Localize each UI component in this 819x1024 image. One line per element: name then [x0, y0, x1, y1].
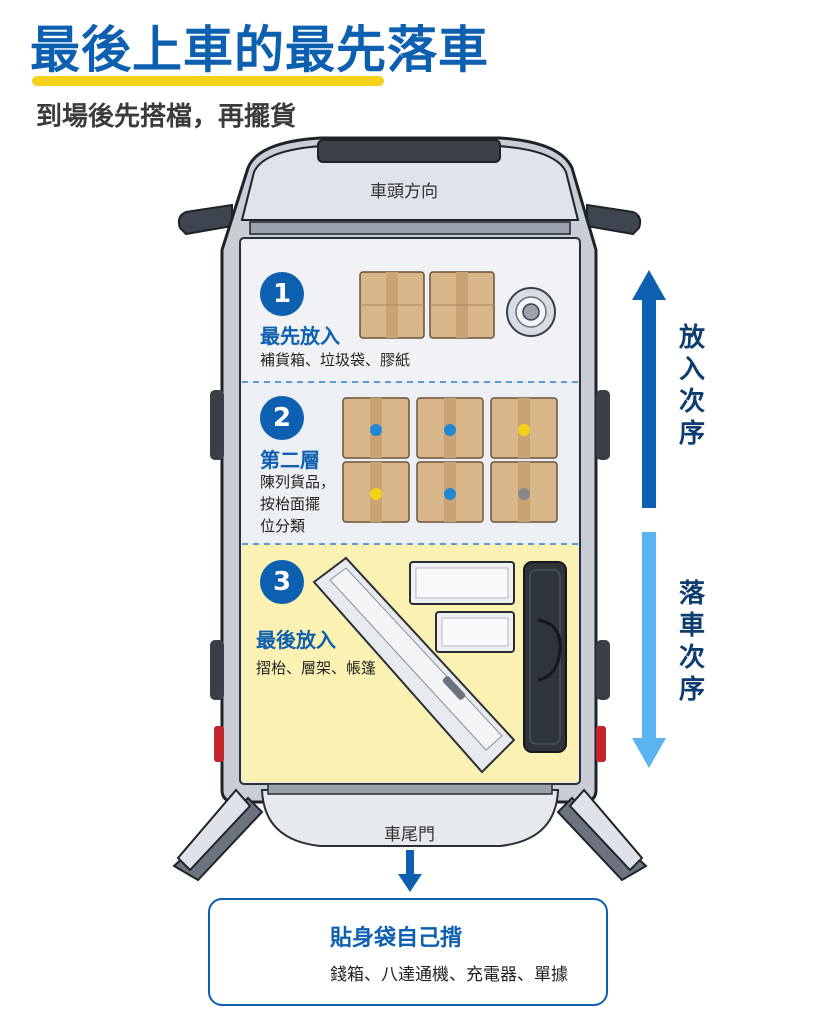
product-box: [416, 397, 484, 459]
shelf-panel: [409, 561, 515, 605]
color-dot: [518, 488, 530, 500]
product-box: [490, 397, 558, 459]
left-mirror: [177, 203, 233, 236]
bag-items: 錢箱、八達通機、充電器、單據: [330, 965, 568, 985]
tape-roll-icon: [506, 287, 556, 337]
tent-bag: [523, 561, 567, 753]
roof-vent: [317, 139, 501, 163]
right-rear-door: [556, 788, 648, 882]
step-1-badge: 1: [260, 272, 304, 316]
unload-order-label: 落車次序: [678, 579, 705, 705]
step-3-badge: 3: [260, 560, 304, 604]
step-1-desc: 補貨箱、垃圾袋、膠紙: [260, 351, 411, 369]
step-2-desc-line1: 陳列貨品，: [260, 473, 336, 491]
color-dot: [370, 488, 382, 500]
step-2-badge: 2: [260, 396, 304, 440]
product-box: [490, 461, 558, 523]
load-order-label: 放入次序: [678, 323, 705, 449]
right-mirror: [586, 203, 642, 236]
product-box: [342, 397, 410, 459]
step-2-title: 第二層: [260, 448, 320, 472]
title-underline: [32, 76, 384, 86]
front-direction-label: 車頭方向: [370, 182, 438, 202]
rear-bumper: [260, 789, 560, 847]
color-dot: [444, 488, 456, 500]
color-dot: [370, 424, 382, 436]
left-rear-door: [172, 788, 264, 882]
product-box: [416, 461, 484, 523]
folding-table: [312, 556, 516, 774]
product-box: [342, 461, 410, 523]
step-2-desc-line2: 按枱面擺: [260, 495, 321, 513]
step-1-title: 最先放入: [260, 324, 340, 348]
load-order-arrow: [632, 270, 666, 508]
carton-box: [359, 271, 425, 339]
step-2-desc-line3: 位分類: [260, 517, 306, 535]
step-3-title: 最後放入: [256, 628, 336, 652]
product-box-grid: [342, 397, 558, 523]
rear-door-label: 車尾門: [384, 825, 435, 845]
page-subtitle: 到場後先搭檔，再擺貨: [36, 102, 297, 132]
color-dot: [518, 424, 530, 436]
personal-bag-card: 貼身袋自己揹 錢箱、八達通機、充電器、單據: [208, 898, 608, 1006]
page-title: 最後上車的最先落車: [30, 21, 489, 79]
down-arrow-icon: [398, 850, 422, 892]
shelf-panel: [435, 611, 515, 653]
color-dot: [444, 424, 456, 436]
carton-box: [429, 271, 495, 339]
unload-order-arrow: [632, 532, 666, 768]
bag-title: 貼身袋自己揹: [330, 926, 463, 951]
step-3-desc: 摺枱、層架、帳篷: [256, 659, 377, 677]
